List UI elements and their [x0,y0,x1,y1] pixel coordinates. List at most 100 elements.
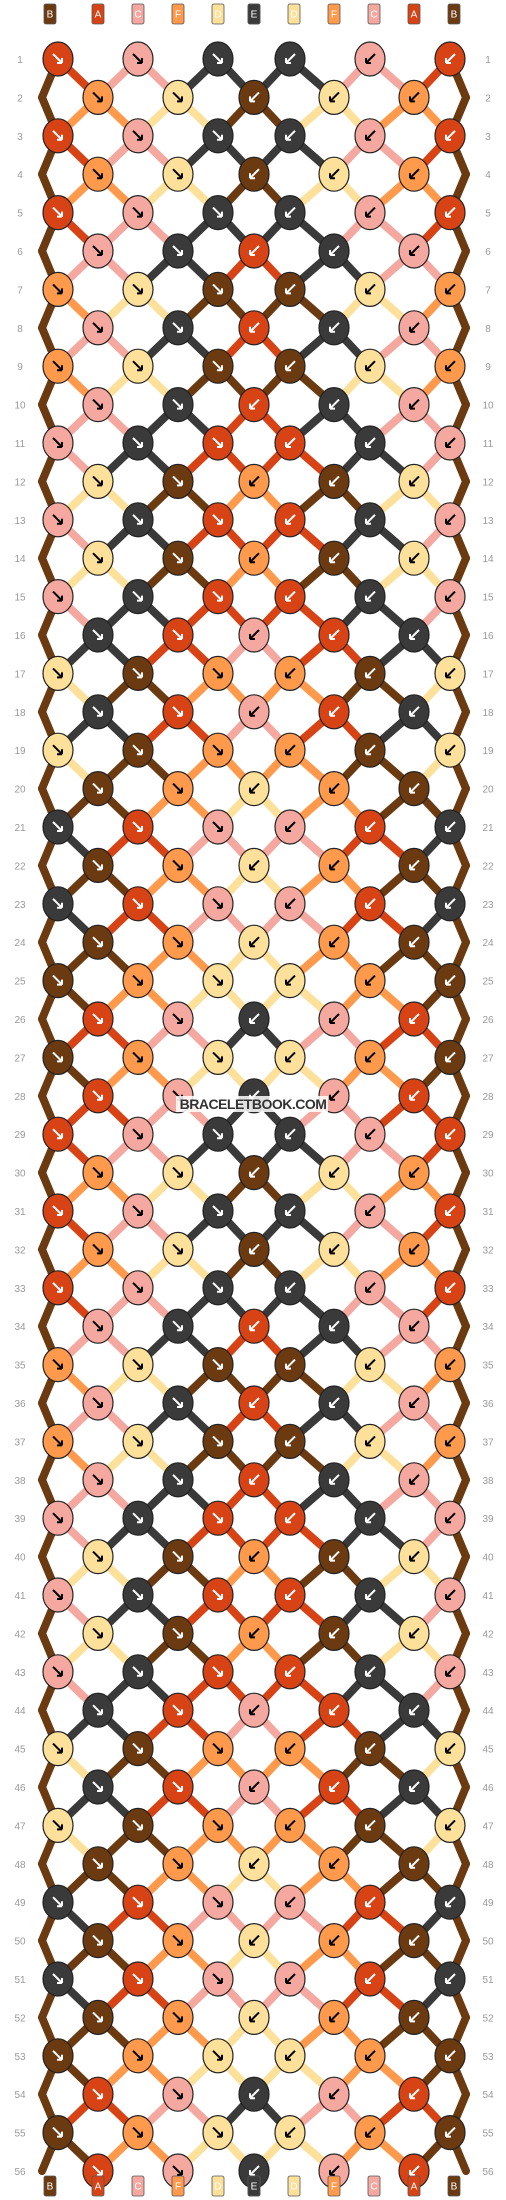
row-number-right: 52 [482,2013,494,2024]
knot [122,886,154,922]
arrow-icon [249,1166,260,1178]
arrow-icon [132,1435,143,1447]
knot [398,1001,430,1037]
knot [238,1999,270,2036]
knot [354,1270,386,1306]
arrow-icon [212,1742,223,1754]
knot [354,655,386,692]
knot [274,1500,306,1536]
row-number-left: 52 [14,2013,26,2024]
arrow-icon [52,974,63,986]
strand-label: B [43,3,57,25]
knot [354,118,386,154]
row-number-right: 15 [482,593,494,604]
knot [238,310,270,346]
knot [434,1807,466,1844]
arrow-icon [329,1858,340,1869]
arrow-icon [409,245,420,256]
row-number-right: 19 [482,746,494,757]
arrow-icon [249,1550,260,1562]
arrow-icon [212,283,223,295]
knot [238,1231,270,1268]
knot [238,770,270,807]
arrow-icon [52,1589,63,1600]
knot [398,1462,430,1498]
arrow-icon [92,398,103,410]
arrow-icon [445,2050,456,2061]
arrow-icon [329,2011,340,2023]
arrow-icon [132,2126,143,2138]
arrow-icon [249,2165,260,2176]
knot [122,1500,154,1536]
arrow-icon [132,974,143,986]
knot [398,463,430,499]
row-number-right: 14 [482,554,494,565]
arrow-icon [329,706,340,717]
knot [162,1999,194,2036]
row-number-left: 2 [17,93,23,104]
knot [162,694,194,730]
row-number-left: 38 [14,1476,26,1487]
knot [82,1308,114,1344]
arrow-icon [445,130,456,141]
row-number-left: 27 [14,1053,26,1064]
arrow-icon [52,667,63,679]
arrow-icon [445,437,456,448]
row-number-left: 18 [14,708,26,719]
arrow-icon [445,744,456,756]
row-number-left: 46 [14,1783,26,1794]
arrow-icon [329,2165,340,2176]
arrow-icon [249,1243,260,1255]
arrow-icon [285,1051,296,1063]
arrow-icon [212,898,223,909]
arrow-icon [285,898,296,909]
arrow-icon [249,706,260,717]
row-number-right: 16 [482,631,494,642]
row-number-right: 47 [482,1821,494,1832]
arrow-icon [212,1896,223,1908]
row-number-right: 28 [482,1092,494,1103]
arrow-icon [172,629,183,640]
knot [82,1769,114,1805]
arrow-icon [52,1819,63,1831]
svg-text:D: D [290,2182,297,2193]
strand-label: F [171,3,185,25]
knot [398,1385,430,1421]
row-number-right: 41 [482,1591,494,1602]
knot [398,2076,430,2112]
arrow-icon [445,898,456,909]
row-number-left: 50 [14,1937,26,1948]
row-number-right: 48 [482,1860,494,1871]
knot [434,118,466,154]
row-number-left: 53 [14,2052,26,2063]
knot [354,502,386,538]
arrow-icon [212,437,223,448]
knot [238,1615,270,1652]
arrow-icon [249,322,260,333]
knot [238,924,270,960]
knot [434,1730,466,1767]
row-number-left: 41 [14,1591,26,1602]
arrow-icon [329,168,340,180]
arrow-icon [409,1090,420,1101]
knot [274,2038,306,2074]
knot [202,41,234,77]
knot [354,886,386,922]
row-number-left: 3 [17,132,23,143]
row-number-left: 35 [14,1361,26,1372]
arrow-icon [445,514,456,525]
row-number-right: 56 [482,2167,494,2178]
arrow-icon [172,706,183,717]
arrow-icon [249,475,260,487]
arrow-icon [52,130,63,141]
knot [434,1500,466,1536]
knot [274,1193,306,1229]
knot [434,1654,466,1690]
svg-text:D: D [214,10,221,21]
row-number-right: 13 [482,516,494,527]
arrow-icon [365,1666,376,1677]
knot [162,1922,194,1959]
row-number-left: 39 [14,1514,26,1525]
row-number-right: 12 [482,477,494,488]
knot [162,770,194,807]
